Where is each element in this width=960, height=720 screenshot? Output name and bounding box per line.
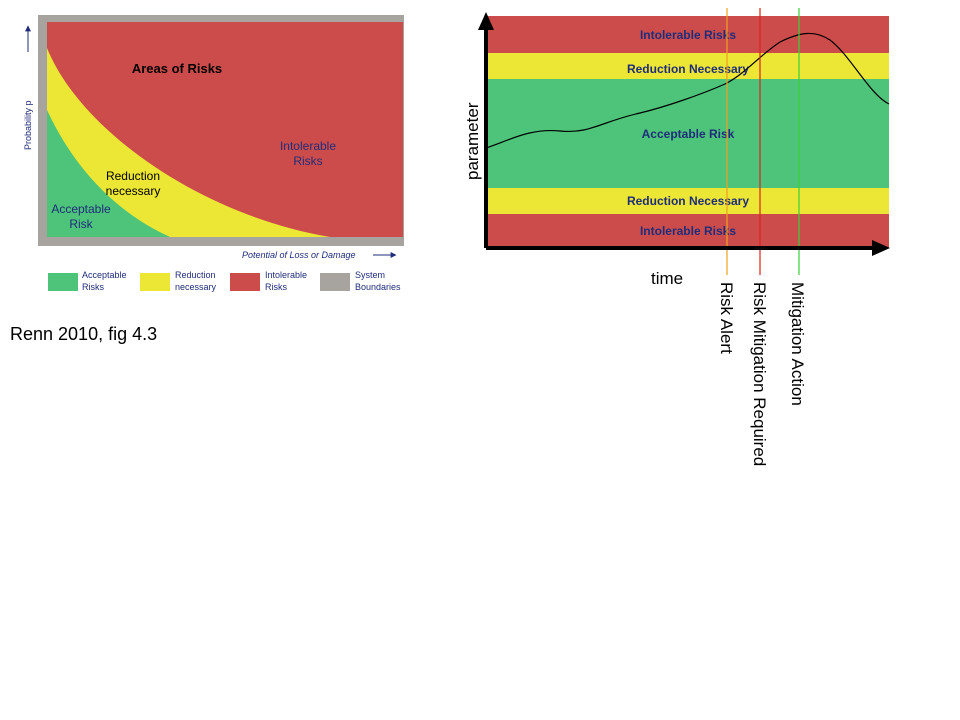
parameter-curve [485, 32, 890, 149]
y-axis-arrowhead [478, 12, 494, 30]
risk-alert-label: Risk Alert [717, 282, 736, 354]
legend-label-boundary-2: Boundaries [355, 282, 401, 292]
legend-swatch-reduction [140, 273, 170, 291]
intolerable-region-label-2: Risks [293, 154, 322, 168]
band-label-acceptable: Acceptable Risk [642, 127, 735, 141]
mitigation-required-label: Risk Mitigation Required [750, 282, 769, 466]
legend-swatch-boundary [320, 273, 350, 291]
areas-of-risks-chart: Areas of Risks Intolerable Risks Reducti… [23, 15, 404, 292]
band-top-intolerable [486, 16, 889, 53]
legend: Acceptable Risks Reduction necessary Int… [48, 270, 401, 292]
x-axis-arrowhead [872, 240, 890, 256]
band-label-top-intolerable: Intolerable Risks [640, 28, 736, 42]
legend-label-reduction-2: necessary [175, 282, 217, 292]
legend-label-intolerable-1: Intolerable [265, 270, 307, 280]
chart-title: Areas of Risks [132, 61, 222, 76]
reduction-region-label-2: necessary [106, 184, 161, 198]
time-axis-label: time [651, 269, 683, 288]
figure-caption: Renn 2010, fig 4.3 [10, 324, 158, 344]
intolerable-region-label-1: Intolerable [280, 139, 336, 153]
acceptable-region-label-1: Acceptable [51, 202, 111, 216]
legend-label-intolerable-2: Risks [265, 282, 287, 292]
band-top-reduction [486, 53, 889, 79]
x-axis-label: Potential of Loss or Damage [242, 250, 356, 260]
legend-swatch-intolerable [230, 273, 260, 291]
legend-label-acceptable-2: Risks [82, 282, 104, 292]
legend-label-reduction-1: Reduction [175, 270, 216, 280]
reduction-region-label-1: Reduction [106, 169, 160, 183]
legend-swatch-acceptable [48, 273, 78, 291]
band-acceptable [486, 79, 889, 188]
band-bottom-reduction [486, 188, 889, 214]
acceptable-region-label-2: Risk [69, 217, 93, 231]
band-label-bottom-reduction: Reduction Necessary [627, 194, 749, 208]
parameter-axis-label: parameter [463, 102, 482, 180]
band-label-top-reduction: Reduction Necessary [627, 62, 749, 76]
band-bottom-intolerable [486, 214, 889, 248]
y-axis-label: Probability p [23, 100, 33, 150]
acceptable-region [47, 110, 170, 237]
mitigation-action-label: Mitigation Action [788, 282, 807, 406]
legend-label-boundary-1: System [355, 270, 385, 280]
band-label-bottom-intolerable: Intolerable Risks [640, 224, 736, 238]
risk-monitoring-chart: Intolerable Risks Reduction Necessary Ac… [463, 8, 890, 466]
reduction-region [47, 48, 330, 237]
legend-label-acceptable-1: Acceptable [82, 270, 127, 280]
